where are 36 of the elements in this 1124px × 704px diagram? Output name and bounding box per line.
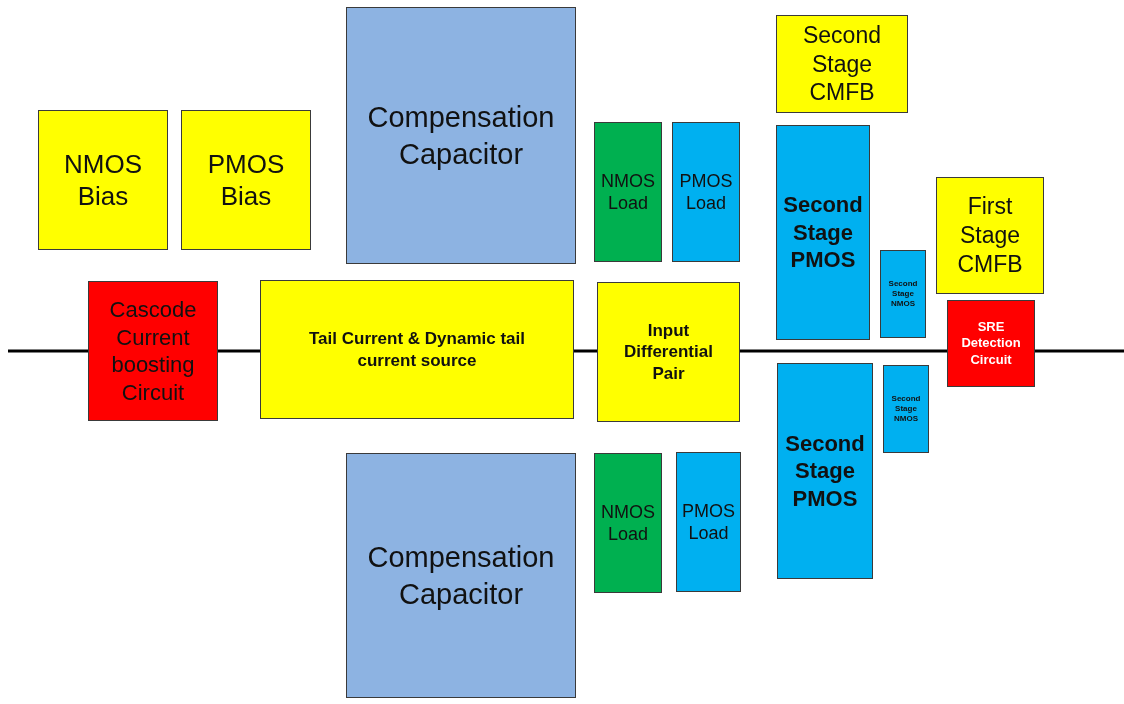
circuit-block: [676, 452, 741, 592]
block-label: PMOS Load: [678, 169, 734, 215]
block-label: SRE Detection Circuit: [960, 319, 1022, 368]
block-label: Second Stage PMOS: [784, 429, 866, 513]
circuit-block: [776, 125, 870, 340]
circuit-block: [880, 250, 926, 338]
circuit-block: [88, 281, 218, 421]
circuit-block: [936, 177, 1044, 294]
block-label: Second Stage NMOS: [887, 279, 919, 309]
circuit-block: [947, 300, 1035, 387]
block-label: Second Stage PMOS: [782, 191, 864, 274]
circuit-block: [594, 122, 662, 262]
circuit-block: [346, 7, 576, 264]
circuit-block: [38, 110, 168, 250]
block-label: First Stage CMFB: [956, 192, 1024, 279]
circuit-block: [594, 453, 662, 593]
circuit-block: [597, 282, 740, 422]
block-label: Compensation Capacitor: [366, 100, 556, 172]
block-label: Second Stage CMFB: [802, 20, 882, 108]
circuit-block: [777, 363, 873, 579]
block-label: PMOS Load: [681, 499, 736, 545]
block-label: NMOS Bias: [63, 147, 143, 213]
block-label: Input Differential Pair: [623, 320, 714, 384]
block-label: NMOS Load: [600, 500, 656, 546]
circuit-block: [181, 110, 311, 250]
circuit-block: [260, 280, 574, 419]
block-label: PMOS Bias: [206, 147, 286, 213]
block-label: Tail Current & Dynamic tail current source: [308, 328, 526, 371]
block-label: Second Stage NMOS: [890, 394, 922, 424]
block-label: Cascode Current boosting Circuit: [108, 296, 198, 406]
circuit-block: [672, 122, 740, 262]
block-label: NMOS Load: [600, 169, 656, 215]
circuit-block: [346, 453, 576, 698]
block-label: Compensation Capacitor: [366, 540, 556, 612]
circuit-block: [776, 15, 908, 113]
circuit-block: [883, 365, 929, 453]
